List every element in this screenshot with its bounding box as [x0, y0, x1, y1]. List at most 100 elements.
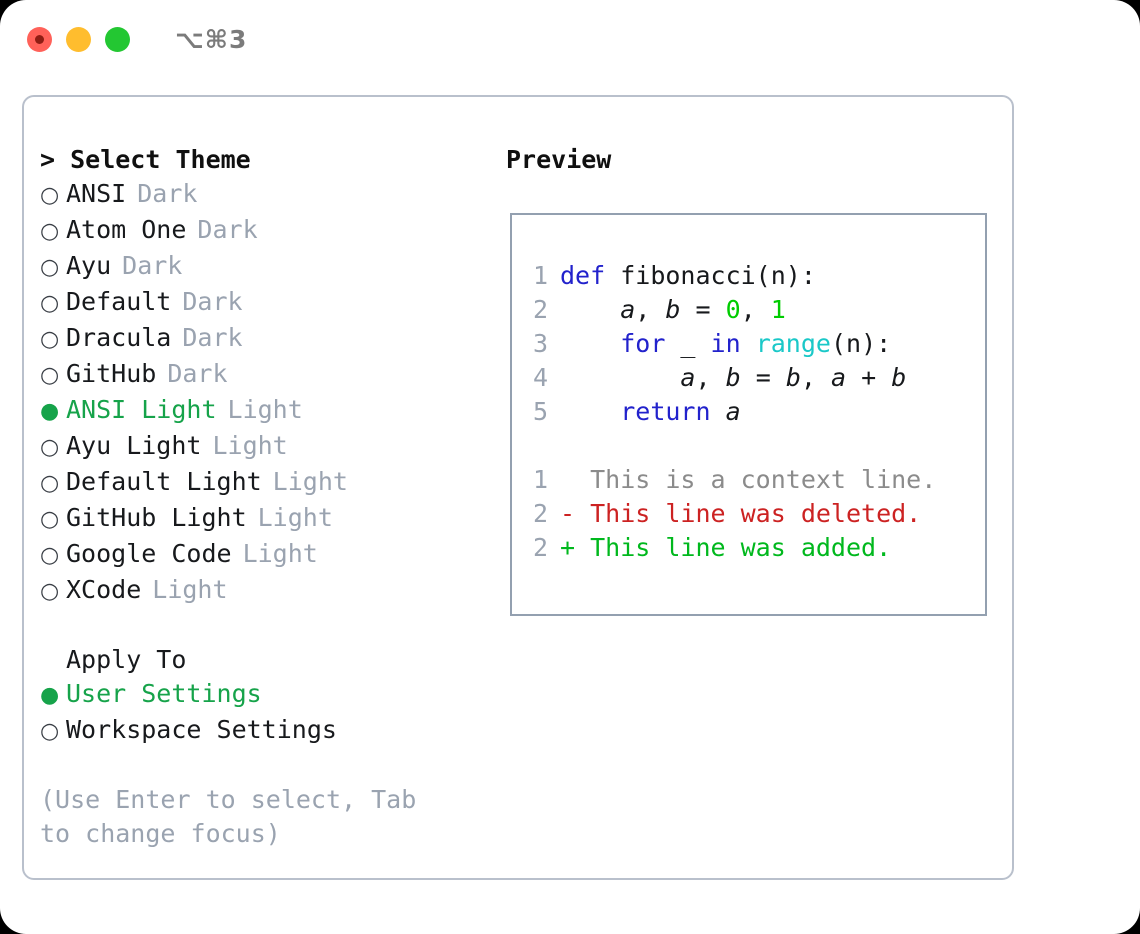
- code-token: +: [846, 363, 892, 392]
- code-token: ,: [740, 295, 771, 324]
- code-token: a: [830, 363, 847, 392]
- radio-unselected-icon: ○: [40, 291, 60, 316]
- theme-list-item[interactable]: ○Ayu Light Light: [40, 429, 502, 465]
- theme-variant-badge: Dark: [182, 323, 243, 352]
- code-line-text: def fibonacci(n):: [560, 259, 816, 293]
- code-token: in: [710, 329, 741, 358]
- code-token: [560, 295, 620, 324]
- apply-to-list[interactable]: ●User Settings○Workspace Settings: [40, 677, 502, 749]
- theme-list-item[interactable]: ○GitHub Light Light: [40, 501, 502, 537]
- radio-unselected-icon: ○: [40, 543, 60, 568]
- theme-variant-badge: Dark: [122, 251, 183, 280]
- code-token: b: [665, 295, 681, 324]
- theme-variant-badge: Light: [257, 503, 333, 532]
- radio-unselected-icon: ○: [40, 219, 60, 244]
- theme-name: GitHub Light: [66, 503, 247, 532]
- diff-line: 2 - This line was deleted.: [526, 497, 985, 531]
- radio-unselected-icon: ○: [40, 327, 60, 352]
- diff-line: 1 This is a context line.: [526, 463, 985, 497]
- theme-list-item[interactable]: ○Default Dark: [40, 285, 502, 321]
- theme-variant-badge: Dark: [167, 359, 228, 388]
- radio-selected-icon: ●: [40, 399, 60, 424]
- code-token: =: [680, 295, 726, 324]
- theme-variant-badge: Light: [212, 431, 288, 460]
- code-token: a: [725, 397, 741, 426]
- code-token: [560, 363, 680, 392]
- code-token: 1: [770, 295, 786, 324]
- theme-list-item[interactable]: ○Ayu Dark: [40, 249, 502, 285]
- theme-name: XCode: [66, 575, 142, 604]
- code-line-text: for _ in range(n):: [560, 327, 891, 361]
- window-titlebar: ⌥⌘3: [0, 0, 1140, 78]
- close-window-icon[interactable]: [27, 26, 52, 52]
- code-token: ,: [695, 363, 726, 392]
- code-diff-spacer: [526, 429, 985, 463]
- diff-line: 2+ This line was added.: [526, 531, 985, 565]
- theme-name: Default Light: [66, 467, 262, 496]
- code-token: 0: [725, 295, 741, 324]
- code-token: [741, 329, 756, 358]
- theme-name: GitHub: [66, 359, 157, 388]
- radio-unselected-icon: ○: [40, 507, 60, 532]
- traffic-lights: [27, 26, 130, 52]
- theme-name: Atom One: [66, 215, 187, 244]
- preview-header: Preview: [506, 145, 612, 174]
- code-token: return: [620, 397, 711, 426]
- code-token: =: [740, 363, 786, 392]
- code-line: 2 a, b = 0, 1: [526, 293, 985, 327]
- maximize-window-icon[interactable]: [105, 26, 130, 52]
- code-line-number: 4: [532, 363, 548, 392]
- apply-to-header: Apply To: [66, 645, 187, 674]
- code-line: 1 def fibonacci(n):: [526, 259, 985, 293]
- code-line-text: return a: [560, 395, 741, 429]
- radio-unselected-icon: ○: [40, 719, 60, 744]
- code-line-number: 1: [532, 261, 548, 290]
- code-token: ,: [635, 295, 666, 324]
- theme-name: Ayu: [66, 251, 112, 280]
- theme-variant-badge: Dark: [137, 179, 198, 208]
- theme-variant-badge: Dark: [182, 287, 243, 316]
- apply-to-option[interactable]: ●User Settings: [40, 677, 502, 713]
- theme-name: Default: [66, 287, 172, 316]
- radio-selected-icon: ●: [40, 683, 60, 708]
- code-line-number: 5: [532, 397, 548, 426]
- keyboard-shortcut-label: ⌥⌘3: [175, 24, 248, 54]
- radio-unselected-icon: ○: [40, 183, 60, 208]
- apply-to-label: Workspace Settings: [66, 715, 337, 744]
- apply-to-label: User Settings: [66, 679, 262, 708]
- code-token: _: [665, 329, 711, 358]
- theme-variant-badge: Light: [272, 467, 348, 496]
- theme-name: Ayu Light: [66, 431, 202, 460]
- radio-unselected-icon: ○: [40, 435, 60, 460]
- code-line: 5 return a: [526, 395, 985, 429]
- radio-unselected-icon: ○: [40, 255, 60, 280]
- code-token: fibonacci(n):: [620, 261, 816, 290]
- diff-line-number: 2: [532, 499, 548, 528]
- code-token: b: [725, 363, 741, 392]
- code-line-text: a, b = 0, 1: [560, 293, 786, 327]
- radio-unselected-icon: ○: [40, 471, 60, 496]
- code-token: a: [620, 295, 636, 324]
- code-line: 3 for _ in range(n):: [526, 327, 985, 361]
- select-theme-header: > Select Theme: [40, 145, 251, 174]
- minimize-window-icon[interactable]: [66, 26, 91, 52]
- code-line-text: a, b = b, a + b: [560, 361, 906, 395]
- code-token: range: [755, 329, 831, 358]
- keyboard-hint-text: (Use Enter to select, Tab to change focu…: [40, 785, 432, 848]
- diff-line-number: 1: [532, 465, 548, 494]
- apply-to-option[interactable]: ○Workspace Settings: [40, 713, 502, 749]
- theme-list-item[interactable]: ○Default Light Light: [40, 465, 502, 501]
- code-token: [711, 397, 726, 426]
- diff-line-text: - This line was deleted.: [560, 499, 922, 528]
